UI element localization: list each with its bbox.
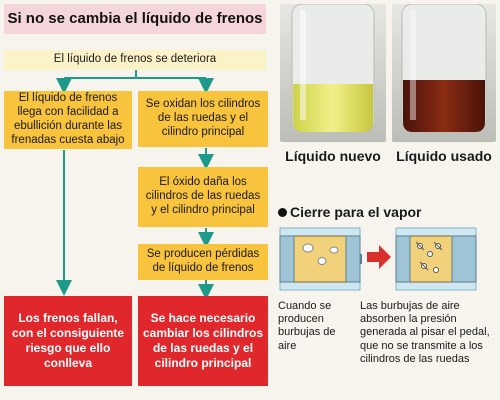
used-fluid-photo xyxy=(392,4,496,142)
pressure-caption: Las burbujas de aire absorben la presión… xyxy=(360,300,490,365)
start-box: El líquido de frenos se deteriora xyxy=(4,50,266,70)
rust-damage-box: El óxido daña los cilindros de las rueda… xyxy=(138,167,268,227)
vapor-heading: Cierre para el vapor xyxy=(278,204,498,222)
page-title: Si no se cambia el líquido de frenos xyxy=(4,4,266,34)
new-fluid-label: Líquido nuevo xyxy=(285,148,381,164)
replace-cylinders-box: Se hace necesario cambiar los cilindros … xyxy=(138,296,268,386)
brake-failure-box: Los frenos fallan, con el consiguiente r… xyxy=(4,296,132,386)
vapor-heading-text: Cierre para el vapor xyxy=(290,204,422,220)
used-fluid-label: Líquido usado xyxy=(396,148,492,164)
bubbles-caption: Cuando se producen burbujas de aire xyxy=(278,300,336,352)
boiling-box: El líquido de frenos llega con facilidad… xyxy=(4,91,132,149)
fluid-leak-box: Se producen pérdidas de líquido de freno… xyxy=(138,244,268,280)
new-fluid-photo xyxy=(280,4,386,142)
bullet-icon xyxy=(278,208,287,217)
cylinder-bubbles-icon xyxy=(278,226,362,292)
oxidation-box: Se oxidan los cilindros de las ruedas y … xyxy=(138,91,268,147)
red-arrow-icon xyxy=(366,244,392,270)
cylinder-compressed-icon xyxy=(394,226,478,292)
